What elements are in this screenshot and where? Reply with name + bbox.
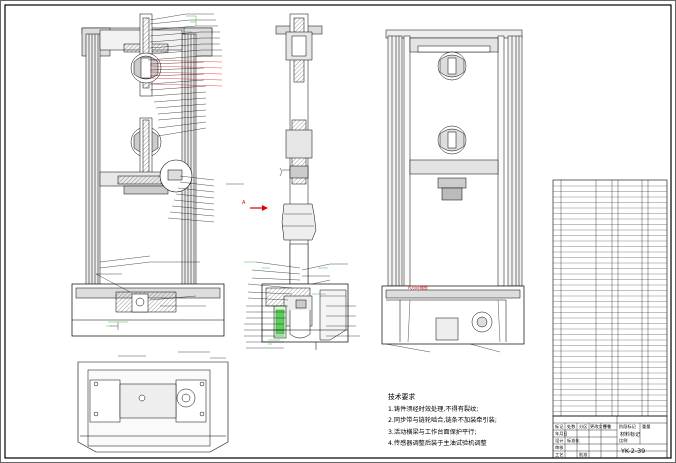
tb-cell-8: 阶段标记 (619, 424, 636, 429)
tb-cell-9: 重量 (642, 424, 651, 429)
tb-cell-1: 处数 (567, 424, 576, 429)
tech-requirement-4: 4.传感器调整后装于主油试验机调整 (388, 440, 487, 447)
tech-requirements-title: 技术要求 (388, 393, 416, 401)
parts-list-rows (553, 185, 667, 412)
side-view-callouts (226, 183, 360, 349)
tb-cell-12: 工艺 (555, 452, 564, 457)
direction-arrow-a: A (242, 200, 268, 211)
tb-cell-4: 签名 (603, 424, 612, 429)
view-label: A方向视图 (408, 285, 428, 290)
front-view-callouts (95, 13, 223, 330)
tech-requirement-2: 2.同步带与链轮啮合,链条不加装牵引装; (388, 417, 497, 424)
side-view (261, 13, 349, 350)
tb-cell-2: 分区 (579, 424, 588, 429)
tb-cell-10: 比例 (619, 438, 628, 443)
right-view (381, 29, 525, 353)
technical-requirements: 技术要求 1.铸件须经时效处理,不得有裂纹; 2.同步带与链轮啮合,链条不加装牵… (388, 392, 497, 450)
top-view (77, 351, 229, 453)
tb-cell-13: 批准 (579, 452, 588, 457)
tb-cell-6: 设计 (555, 438, 564, 443)
tb-cell-3: 更改文件号 (590, 424, 611, 429)
tb-cell-0: 标记 (555, 424, 564, 429)
drawing-number: YK-2-39 (621, 447, 646, 455)
tb-cell-11: 审核 (555, 445, 564, 450)
tb-cell-5: 年月日 (555, 431, 568, 436)
title-block-name: 材料标记 (620, 432, 641, 438)
tech-requirement-1: 1.铸件须经时效处理,不得有裂纹; (388, 405, 479, 413)
title-block (552, 415, 668, 459)
tb-cell-7: 标准化 (567, 438, 580, 443)
svg-text:A: A (242, 200, 246, 206)
tech-requirement-3: 3.活动横梁与工作台面保护平行; (388, 428, 477, 436)
front-view (71, 13, 225, 337)
